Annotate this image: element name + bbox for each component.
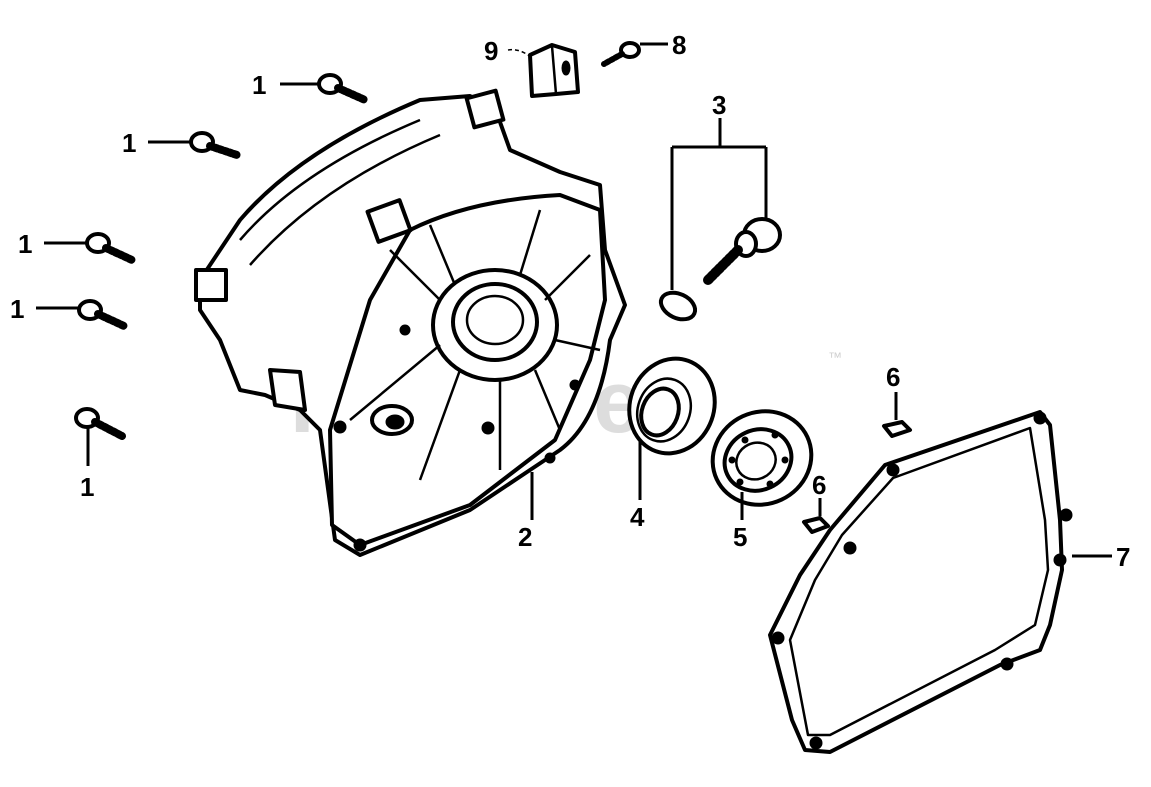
callout-6b: 6 [812, 470, 826, 500]
watermark-trademark: ™ [828, 349, 842, 365]
ball-bearing-part[interactable] [697, 395, 827, 521]
callout-2: 2 [518, 522, 532, 552]
callout-1e: 1 [80, 472, 94, 502]
bolt-1a-part[interactable] [280, 73, 369, 104]
callout-3: 3 [712, 90, 726, 120]
callout-1a: 1 [252, 70, 266, 100]
callout-5: 5 [733, 522, 747, 552]
callout-1c: 1 [18, 229, 32, 259]
screw-8-part[interactable] [601, 41, 668, 67]
crankcase-cover-part[interactable] [194, 88, 627, 557]
callout-1d: 1 [10, 294, 24, 324]
bolt-1e-part[interactable] [74, 407, 126, 466]
callout-8: 8 [672, 30, 686, 60]
bracket-part[interactable] [507, 43, 580, 98]
bolt-1b-part[interactable] [148, 131, 241, 159]
callout-7: 7 [1116, 542, 1130, 572]
callout-9: 9 [484, 36, 498, 66]
callout-1b: 1 [122, 128, 136, 158]
callout-6a: 6 [886, 362, 900, 392]
drain-plug-part[interactable] [657, 118, 782, 324]
oil-seal-part[interactable] [616, 347, 728, 500]
callout-4: 4 [630, 502, 645, 532]
gasket-part[interactable] [768, 410, 1112, 754]
bolt-1d-part[interactable] [36, 299, 128, 330]
dowel-pin-6b-part[interactable] [802, 498, 830, 534]
dowel-pin-6a-part[interactable] [882, 392, 912, 438]
bolt-1c-part[interactable] [44, 232, 136, 264]
